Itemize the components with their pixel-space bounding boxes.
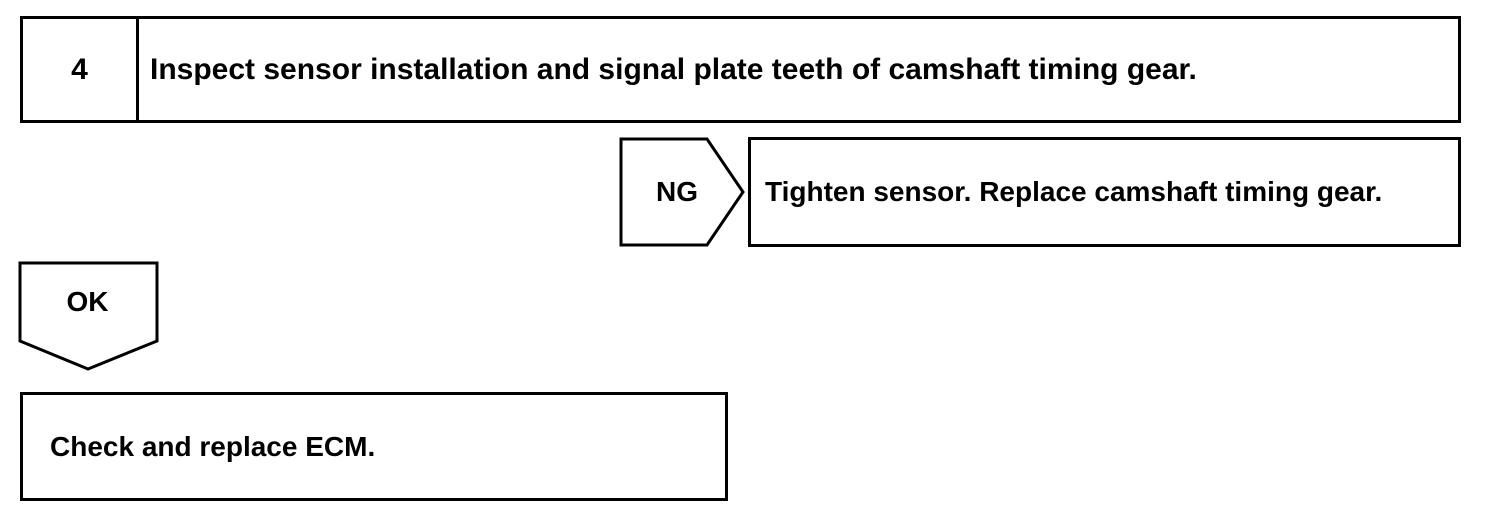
ng-label: NG (656, 176, 698, 207)
ok-action-text: Check and replace ECM. (50, 430, 376, 462)
ok-label: OK (66, 286, 109, 317)
step-instruction: Inspect sensor installation and signal p… (150, 52, 1197, 86)
ok-arrow-shape (18, 261, 159, 371)
step-box: 4 Inspect sensor installation and signal… (20, 16, 1461, 123)
ok-result-box: Check and replace ECM. (20, 392, 728, 501)
ng-action-text: Tighten sensor. Replace camshaft timing … (765, 176, 1383, 207)
ng-result-box: Tighten sensor. Replace camshaft timing … (748, 137, 1461, 247)
ng-arrow-shape (619, 137, 745, 247)
step-number: 4 (23, 19, 139, 120)
